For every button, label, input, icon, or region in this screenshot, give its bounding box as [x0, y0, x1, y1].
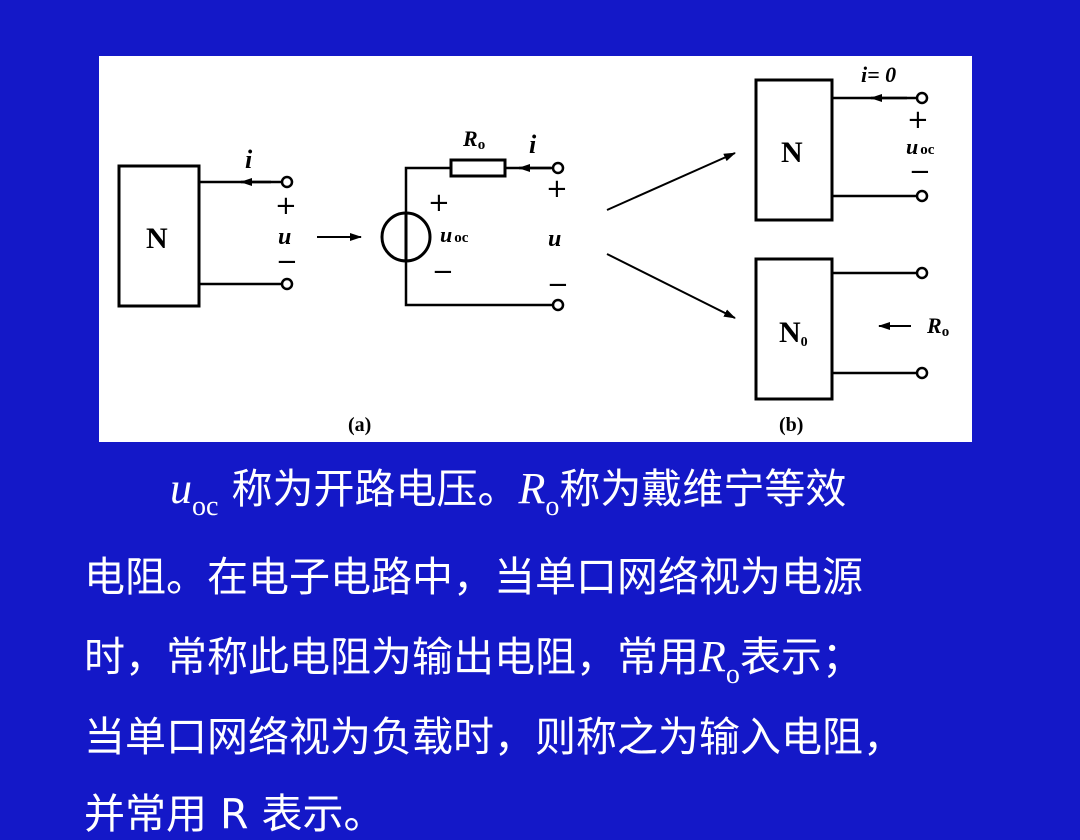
n-minus-sign: − — [276, 247, 298, 277]
n-voltage-label: u — [278, 224, 291, 250]
symbol-r-output: R — [699, 632, 726, 681]
n0-top-terminal — [915, 266, 929, 280]
thevenin-top-terminal — [551, 161, 565, 175]
resistor-ro-icon — [449, 158, 507, 178]
resistor-ro-label: Ro — [462, 126, 485, 153]
subscript-oc: oc — [192, 491, 219, 522]
network-n-box — [117, 164, 201, 308]
line1-part-b: 称为戴维宁等效 — [559, 465, 847, 513]
thevenin-top-wire-left — [404, 166, 451, 213]
n-plus-sign: + — [275, 191, 297, 221]
zero-current-label: i= 0 — [861, 62, 896, 87]
symbol-u: u — [170, 464, 192, 513]
source-plus-sign: + — [428, 188, 450, 218]
subscript-o-output: o — [725, 659, 740, 690]
thevenin-current-label: i — [529, 130, 537, 159]
open-bottom-terminal — [915, 189, 929, 203]
network-n-label: N — [146, 222, 168, 255]
text-line-4: 当单口网络视为负载时，则称之为输入电阻， — [84, 713, 904, 761]
symbol-r: R — [518, 464, 546, 513]
n-current-label: i — [245, 145, 253, 174]
text-line-1: uoc 称为开路电压。Ro称为戴维宁等效 — [0, 463, 1080, 522]
line3-part-a: 时，常称此电阻为输出电阻，常用 — [84, 633, 699, 681]
open-circuit-n-box — [754, 78, 834, 222]
thevenin-minus-sign: − — [547, 270, 569, 300]
n0-bottom-terminal — [915, 366, 929, 380]
line3-part-b: 表示； — [739, 633, 863, 681]
text-line-2: 电阻。在电子电路中，当单口网络视为电源 — [84, 553, 863, 601]
n-top-terminal — [280, 175, 294, 189]
branch-arrow-up — [606, 152, 736, 211]
text-line-3: 时，常称此电阻为输出电阻，常用Ro表示； — [0, 631, 1080, 690]
text-line-5-partial: 并常用 R 表示。 — [84, 790, 385, 838]
open-circuit-n-label: N — [781, 136, 803, 169]
branch-arrow-down — [606, 253, 736, 319]
open-minus-sign: − — [909, 157, 931, 187]
n0-ro-label: Ro — [926, 313, 949, 340]
thevenin-voltage-label: u — [548, 226, 561, 252]
open-plus-sign: + — [907, 105, 929, 135]
thevenin-plus-sign: + — [546, 174, 568, 204]
line1-part-a: 称为开路电压。 — [231, 465, 519, 513]
thevenin-bottom-terminal — [551, 298, 565, 312]
open-top-terminal — [915, 91, 929, 105]
caption-a: (a) — [348, 414, 371, 436]
source-minus-sign: − — [432, 257, 454, 287]
thevenin-bottom-wire — [404, 261, 553, 307]
subscript-o: o — [545, 491, 560, 522]
dead-network-n0-label: N0 — [779, 316, 808, 350]
dead-network-n0-box — [754, 257, 834, 401]
caption-b: (b) — [779, 414, 803, 436]
n-bottom-terminal — [280, 277, 294, 291]
